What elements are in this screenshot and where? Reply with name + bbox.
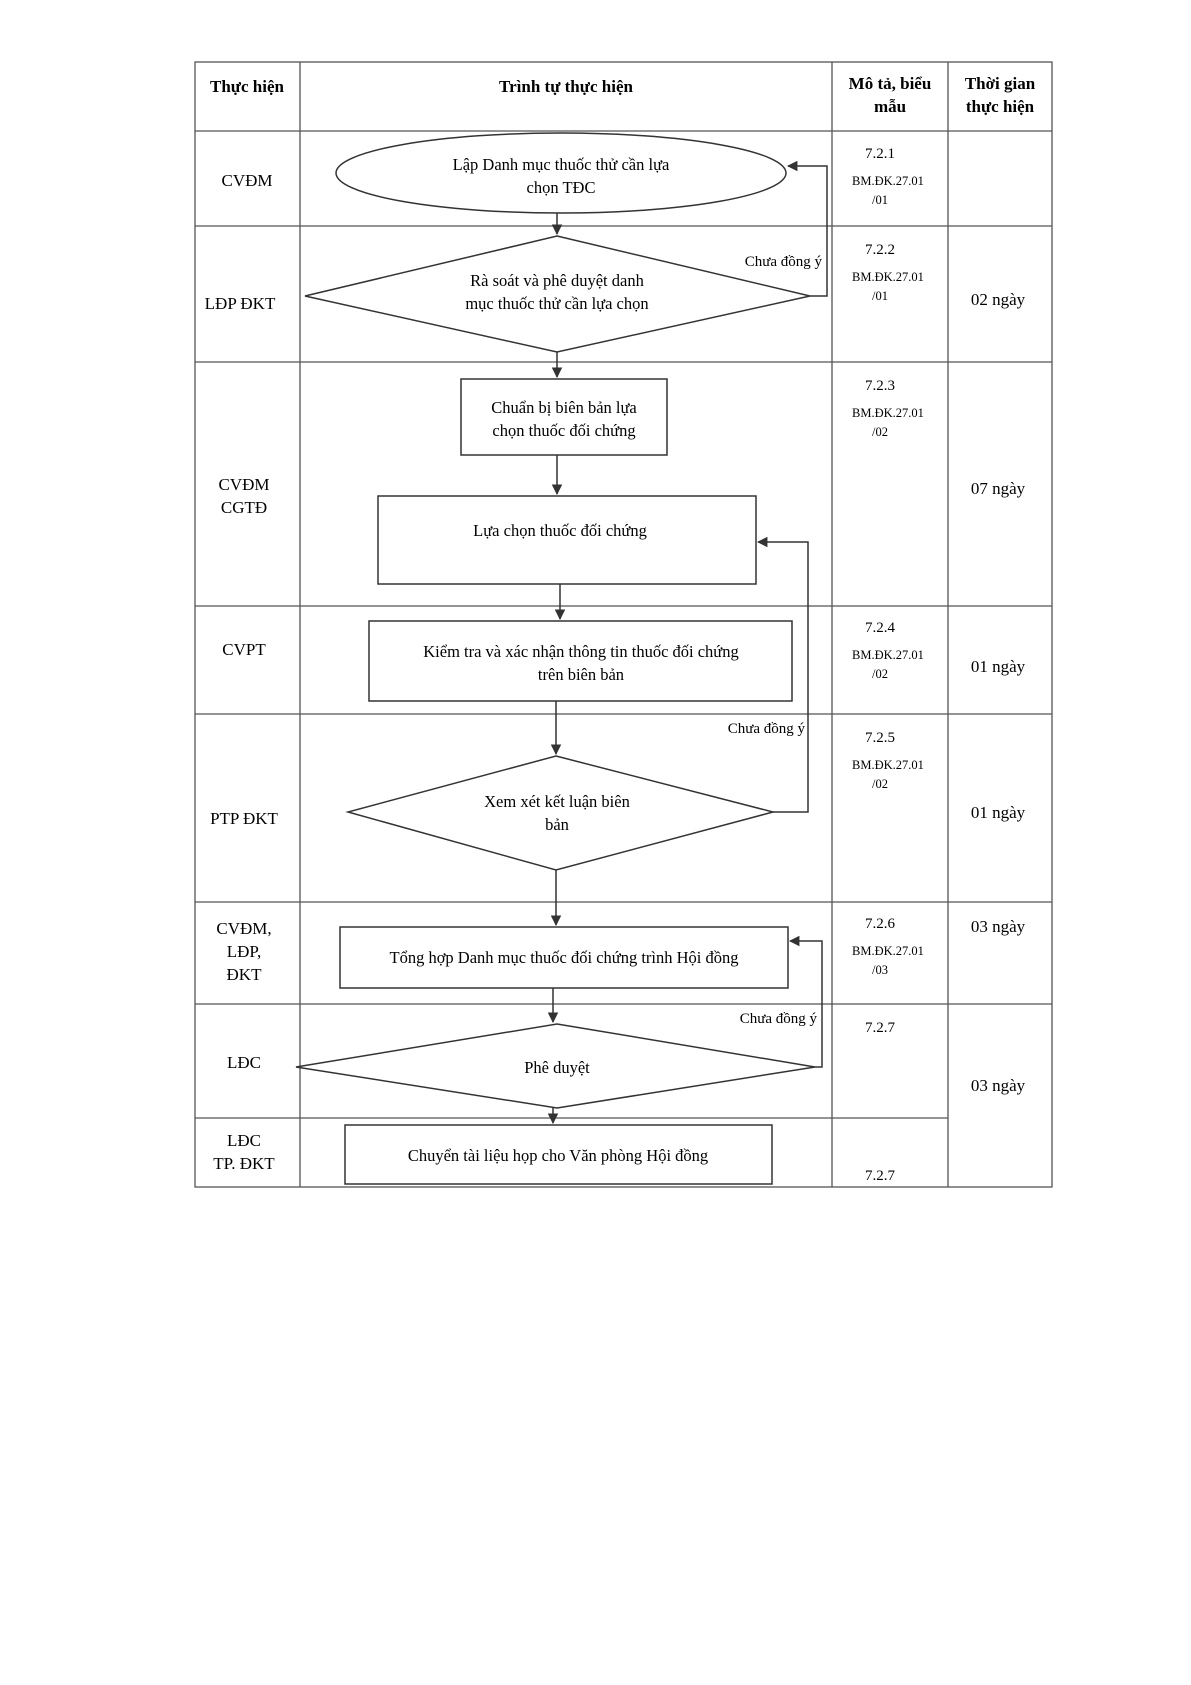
form-row1: BM.ĐK.27.01 <box>852 174 924 188</box>
header-description: Mô tả, biểu <box>849 74 932 93</box>
time-row2: 02 ngày <box>971 290 1026 309</box>
loop-label-1: Chưa đồng ý <box>745 254 823 270</box>
header-performer: Thực hiện <box>210 77 285 96</box>
loop-label-2: Chưa đồng ý <box>728 721 806 737</box>
step-labels: Lập Danh mục thuốc thử cần lựa chọn TĐC … <box>390 155 739 1165</box>
time-column: 02 ngày 07 ngày 01 ngày 01 ngày 03 ngày … <box>971 290 1026 1095</box>
performer-row7: LĐC <box>227 1053 261 1072</box>
loop-5-to-3b <box>756 536 809 813</box>
code-row3: 7.2.3 <box>865 378 895 394</box>
step-8-box <box>344 1124 773 1185</box>
flow-shapes <box>295 132 816 1185</box>
step-5-text-l2: bản <box>545 815 569 834</box>
performer-row4: CVPT <box>222 640 266 659</box>
form-row2: BM.ĐK.27.01 <box>852 270 924 284</box>
form-row4: BM.ĐK.27.01 <box>852 648 924 662</box>
header-time: Thời gian <box>965 74 1036 93</box>
step-3b-box <box>377 495 757 585</box>
time-row4: 01 ngày <box>971 657 1026 676</box>
step-3a-box <box>460 378 668 456</box>
performer-row3: CVĐM <box>218 475 269 494</box>
performer-row6-l3: ĐKT <box>227 965 263 984</box>
code-row8: 7.2.7 <box>865 1168 896 1184</box>
step-2-text-l2: mục thuốc thử cần lựa chọn <box>465 294 648 313</box>
time-row7: 03 ngày <box>971 1076 1026 1095</box>
step-1-text: Lập Danh mục thuốc thử cần lựa <box>453 155 670 174</box>
time-row5: 01 ngày <box>971 803 1026 822</box>
step-1-text-l2: chọn TĐC <box>527 178 596 197</box>
loop-label-3: Chưa đồng ý <box>740 1011 818 1027</box>
header-description-l2: mẫu <box>874 97 906 116</box>
form-row5: BM.ĐK.27.01 <box>852 758 924 772</box>
time-row6: 03 ngày <box>971 917 1026 936</box>
performer-row3-l2: CGTĐ <box>221 498 267 517</box>
time-row3: 07 ngày <box>971 479 1026 498</box>
description-column: 7.2.1 BM.ĐK.27.01 /01 7.2.2 BM.ĐK.27.01 … <box>852 146 924 1184</box>
header-time-l2: thực hiện <box>966 97 1035 116</box>
performer-column: CVĐM LĐP ĐKT CVĐM CGTĐ CVPT PTP ĐKT CVĐM… <box>205 171 279 1173</box>
step-4-text: Kiểm tra và xác nhận thông tin thuốc đối… <box>423 642 739 661</box>
performer-row1: CVĐM <box>221 171 272 190</box>
step-7-decision <box>295 1023 816 1109</box>
step-8-text: Chuyển tài liệu họp cho Văn phòng Hội đồ… <box>408 1146 708 1165</box>
performer-row8: LĐC <box>227 1131 261 1150</box>
step-5-decision <box>345 755 776 871</box>
step-3a-text: Chuẩn bị biên bản lựa <box>491 398 637 417</box>
step-6-text: Tổng hợp Danh mục thuốc đối chứng trình … <box>390 948 739 967</box>
table-grid <box>194 61 1053 1188</box>
loop-7-to-6 <box>788 935 823 1068</box>
step-1-ellipse <box>335 132 787 214</box>
step-2-text: Rà soát và phê duyệt danh <box>470 271 644 290</box>
loop-2-to-1 <box>786 160 828 297</box>
form-row3-l2: /02 <box>872 425 888 439</box>
code-row2: 7.2.2 <box>865 242 895 258</box>
form-row1-l2: /01 <box>872 193 888 207</box>
loop-labels: Chưa đồng ý Chưa đồng ý Chưa đồng ý <box>728 254 823 1027</box>
performer-row5: PTP ĐKT <box>210 809 278 828</box>
performer-row6: CVĐM, <box>216 919 271 938</box>
performer-row6-l2: LĐP, <box>227 942 261 961</box>
code-row6: 7.2.6 <box>865 916 896 932</box>
step-4-box <box>368 620 793 702</box>
form-row3: BM.ĐK.27.01 <box>852 406 924 420</box>
table-header: Thực hiện Trình tự thực hiện Mô tả, biểu… <box>210 74 1036 116</box>
performer-row8-l2: TP. ĐKT <box>213 1154 275 1173</box>
performer-row2: LĐP ĐKT <box>205 294 276 313</box>
form-row2-l2: /01 <box>872 289 888 303</box>
flow-connectors <box>547 160 828 1125</box>
form-row6-l2: /03 <box>872 963 888 977</box>
step-3b-text: Lựa chọn thuốc đối chứng <box>473 521 647 540</box>
step-4-text-l2: trên biên bản <box>538 665 624 684</box>
header-sequence: Trình tự thực hiện <box>499 77 633 96</box>
form-row5-l2: /02 <box>872 777 888 791</box>
code-row7: 7.2.7 <box>865 1020 896 1036</box>
form-row4-l2: /02 <box>872 667 888 681</box>
step-6-box <box>339 926 789 989</box>
form-row6: BM.ĐK.27.01 <box>852 944 924 958</box>
step-7-text: Phê duyệt <box>524 1058 590 1077</box>
step-5-text: Xem xét kết luận biên <box>484 792 630 811</box>
code-row4: 7.2.4 <box>865 620 896 636</box>
step-3a-text-l2: chọn thuốc đối chứng <box>492 421 635 440</box>
code-row1: 7.2.1 <box>865 146 895 162</box>
code-row5: 7.2.5 <box>865 730 895 746</box>
